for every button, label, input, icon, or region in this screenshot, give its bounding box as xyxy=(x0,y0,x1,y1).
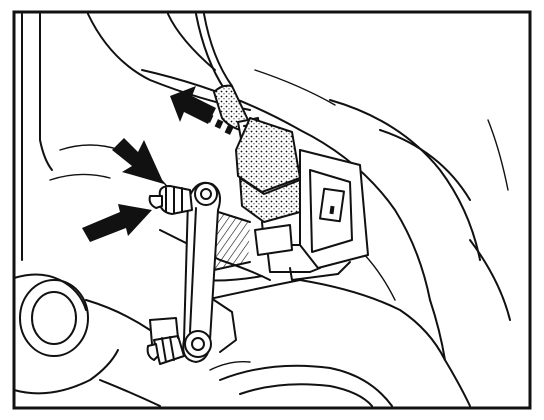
link-rod xyxy=(182,181,221,363)
upper-ball-joint xyxy=(148,185,193,215)
lower-base xyxy=(209,299,393,407)
arrow-down-right-icon xyxy=(112,138,164,184)
left-cylinder xyxy=(13,273,161,407)
arrow-up-left-icon xyxy=(170,86,216,124)
lower-ball-joint xyxy=(146,317,185,365)
motion-dash-lines xyxy=(194,107,234,135)
connector-housing xyxy=(235,117,369,281)
arrow-right-icon xyxy=(82,204,152,242)
figure-border xyxy=(12,10,532,410)
